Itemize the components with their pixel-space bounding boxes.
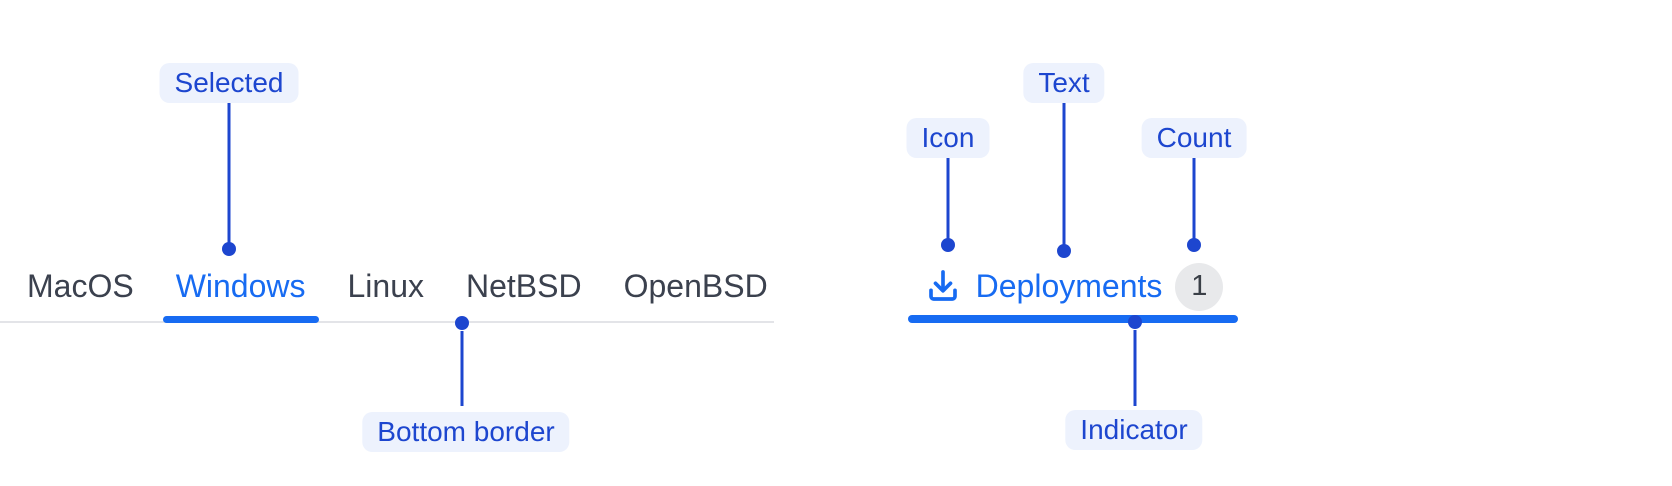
- annotation-indicator-dot: [1128, 315, 1142, 329]
- annotation-bottom-border-label: Bottom border: [362, 412, 570, 452]
- download-icon: [928, 269, 957, 301]
- tab-deployments-label: Deployments: [975, 268, 1163, 304]
- annotation-selected-label: Selected: [159, 63, 299, 103]
- annotation-icon-label: Icon: [906, 118, 990, 158]
- annotation-selected-line: [227, 103, 231, 246]
- annotation-count-line: [1192, 158, 1196, 240]
- os-tab-bar: MacOS Windows Linux NetBSD OpenBSD: [0, 252, 774, 323]
- annotation-indicator-line: [1133, 330, 1137, 406]
- annotation-bottom-border-dot: [455, 316, 469, 330]
- tab-deployments[interactable]: Deployments 1: [908, 252, 1238, 323]
- annotation-indicator-label: Indicator: [1065, 410, 1203, 450]
- annotation-count-label: Count: [1141, 118, 1247, 158]
- annotation-text-label: Text: [1023, 63, 1105, 103]
- count-badge: 1: [1175, 262, 1224, 311]
- annotation-bottom-border-line: [460, 331, 464, 406]
- annotation-text-line: [1062, 103, 1066, 246]
- annotation-text-dot: [1057, 244, 1071, 258]
- tab-linux[interactable]: Linux: [347, 268, 425, 304]
- tab-netbsd[interactable]: NetBSD: [466, 268, 582, 304]
- annotation-icon-line: [946, 158, 950, 240]
- annotation-selected-dot: [222, 242, 236, 256]
- tab-openbsd[interactable]: OpenBSD: [623, 268, 768, 304]
- tab-windows-selected[interactable]: Windows: [162, 252, 319, 323]
- annotation-count-dot: [1187, 238, 1201, 252]
- annotation-icon-dot: [941, 238, 955, 252]
- tab-macos[interactable]: MacOS: [27, 268, 134, 304]
